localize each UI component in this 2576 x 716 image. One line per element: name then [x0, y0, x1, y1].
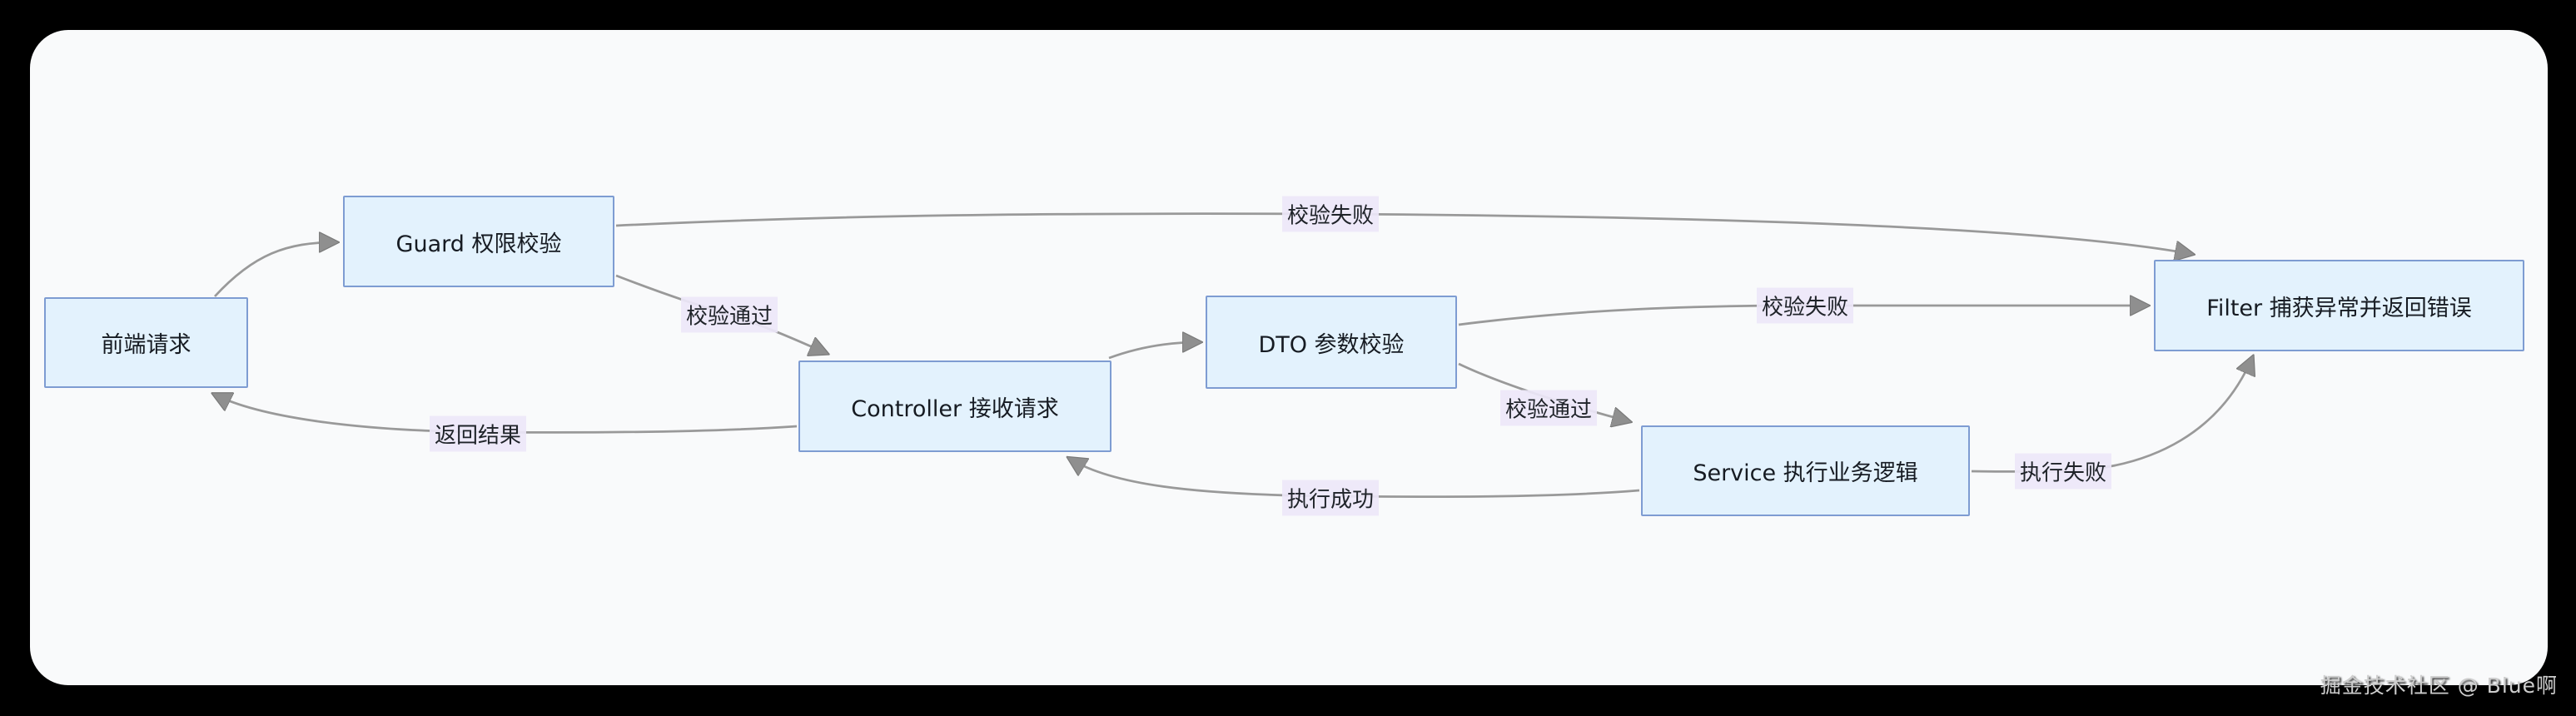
node-filter-exception-label: Filter 捕获异常并返回错误: [2206, 295, 2472, 321]
node-controller-receive: Controller 接收请求: [798, 360, 1111, 452]
node-service-logic: Service 执行业务逻辑: [1641, 425, 1970, 516]
node-controller-receive-label: Controller 接收请求: [851, 395, 1059, 422]
edge-controller-dto: [1108, 342, 1199, 360]
edge-guard-filter: [615, 212, 2191, 254]
edge-label-execution-failed: 执行失败: [2014, 453, 2112, 490]
node-guard-auth-label: Guard 权限校验: [395, 231, 562, 257]
node-frontend-request: 前端请求: [44, 297, 248, 388]
node-dto-validate: DTO 参数校验: [1206, 296, 1457, 389]
node-guard-auth: Guard 权限校验: [343, 196, 614, 287]
edge-frontend-guard: [213, 242, 336, 297]
edge-service-filter: [1971, 358, 2252, 473]
node-dto-validate-label: DTO 参数校验: [1258, 331, 1405, 358]
edge-label-dto-validation-passed: 校验通过: [1499, 390, 1598, 426]
node-service-logic-label: Service 执行业务逻辑: [1693, 460, 1918, 486]
edge-label-return-result: 返回结果: [429, 415, 527, 452]
watermark-text: 掘金技术社区 @ Blue啊: [2320, 674, 2558, 698]
edge-label-dto-validation-failed: 校验失败: [1756, 287, 1854, 324]
node-filter-exception: Filter 捕获异常并返回错误: [2154, 260, 2524, 351]
node-frontend-request-label: 前端请求: [101, 332, 191, 358]
edge-label-guard-validation-failed: 校验失败: [1281, 196, 1380, 232]
edge-label-execution-success: 执行成功: [1281, 480, 1380, 516]
edge-label-guard-validation-passed: 校验通过: [680, 296, 778, 333]
